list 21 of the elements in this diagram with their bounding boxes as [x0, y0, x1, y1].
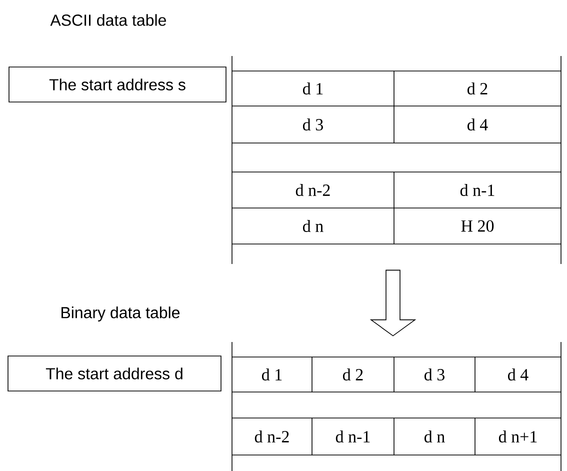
- table-cell: H 20: [461, 220, 494, 232]
- table-cell: d 3: [424, 368, 444, 380]
- table-cell: d n-1: [460, 184, 494, 196]
- table-cell: d 2: [343, 368, 363, 380]
- table-heading: ASCII data table: [50, 14, 166, 26]
- table-cell: d 2: [468, 82, 488, 94]
- table-cell: d n+1: [498, 430, 537, 442]
- table-cell: d n-2: [296, 184, 330, 196]
- address-box: The start address d: [8, 356, 222, 392]
- address-box: The start address s: [8, 66, 226, 102]
- table-cell: d n: [424, 430, 445, 442]
- block-arrow: [370, 270, 416, 336]
- table-cell: d 4: [508, 368, 528, 380]
- table-cell: d 3: [303, 118, 323, 130]
- table-cell: d n: [303, 220, 324, 232]
- table-cell: d n-1: [336, 430, 370, 442]
- table-cell: d 1: [262, 368, 282, 380]
- table-cell: d n-2: [254, 430, 289, 442]
- table-cell: d 1: [303, 82, 323, 94]
- table-cell: d 4: [468, 118, 488, 130]
- table-heading: Binary data table: [62, 306, 180, 322]
